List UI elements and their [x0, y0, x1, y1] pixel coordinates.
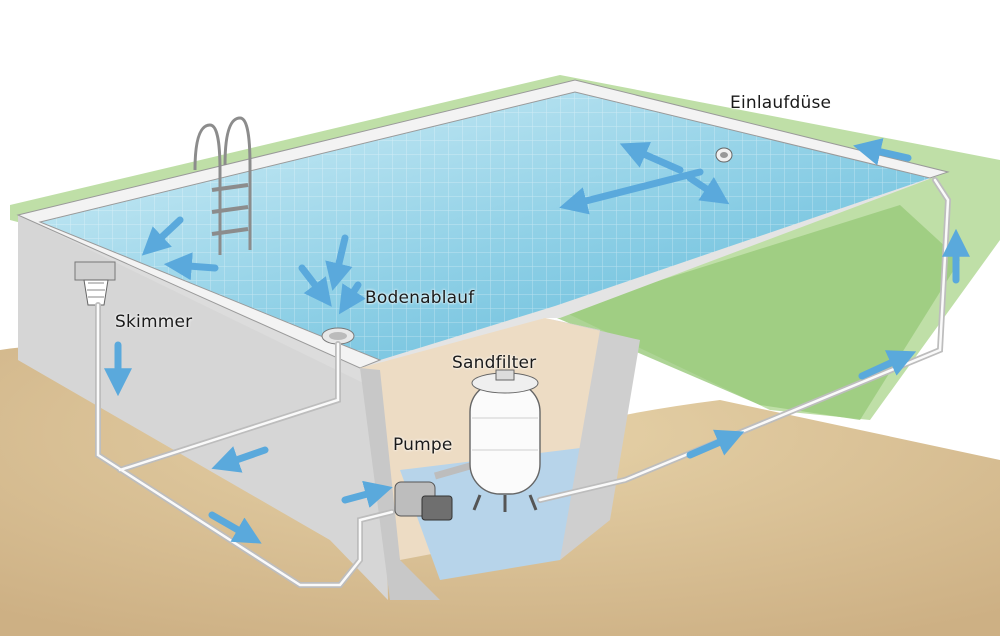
arrow-inlet-down — [686, 174, 730, 205]
label-sand-filter: Sandfilter — [452, 353, 537, 373]
arrow-out-2 — [858, 350, 917, 380]
grass-lower-right — [550, 205, 960, 420]
arrow-drain-2 — [298, 264, 332, 307]
arrow-inlet-up — [619, 141, 684, 174]
arrow-main-inlet — [559, 168, 704, 215]
ladder — [193, 116, 252, 255]
pool-tiles — [40, 92, 930, 360]
arrow-drainpipe-left — [211, 446, 269, 473]
pool-front-wall-shade — [18, 215, 388, 600]
floor-drain — [321, 327, 355, 345]
equipment-pit-floor — [400, 445, 605, 580]
inlet-nozzle — [715, 147, 733, 163]
label-inlet-nozzle: Einlaufdüse — [730, 93, 832, 113]
label-skimmer: Skimmer — [115, 312, 193, 332]
equipment-pit-side — [545, 318, 640, 560]
arrow-ladder-2 — [163, 252, 219, 281]
label-pump: Pumpe — [393, 435, 453, 455]
arrow-out-1 — [686, 429, 745, 459]
arrow-pump-in — [341, 480, 393, 508]
arrow-pipe-down — [208, 511, 262, 544]
equipment-pit-edge — [360, 368, 440, 600]
skimmer-unit — [74, 261, 116, 306]
arrow-drain-3 — [338, 281, 366, 315]
flow-arrows — [104, 138, 970, 544]
arrow-ladder-1 — [141, 216, 184, 256]
sand-filter — [469, 369, 541, 512]
pool-rim — [16, 79, 950, 369]
label-floor-drain: Bodenablauf — [365, 288, 475, 308]
arrow-drain-1 — [325, 234, 353, 291]
arrow-return — [853, 138, 912, 166]
